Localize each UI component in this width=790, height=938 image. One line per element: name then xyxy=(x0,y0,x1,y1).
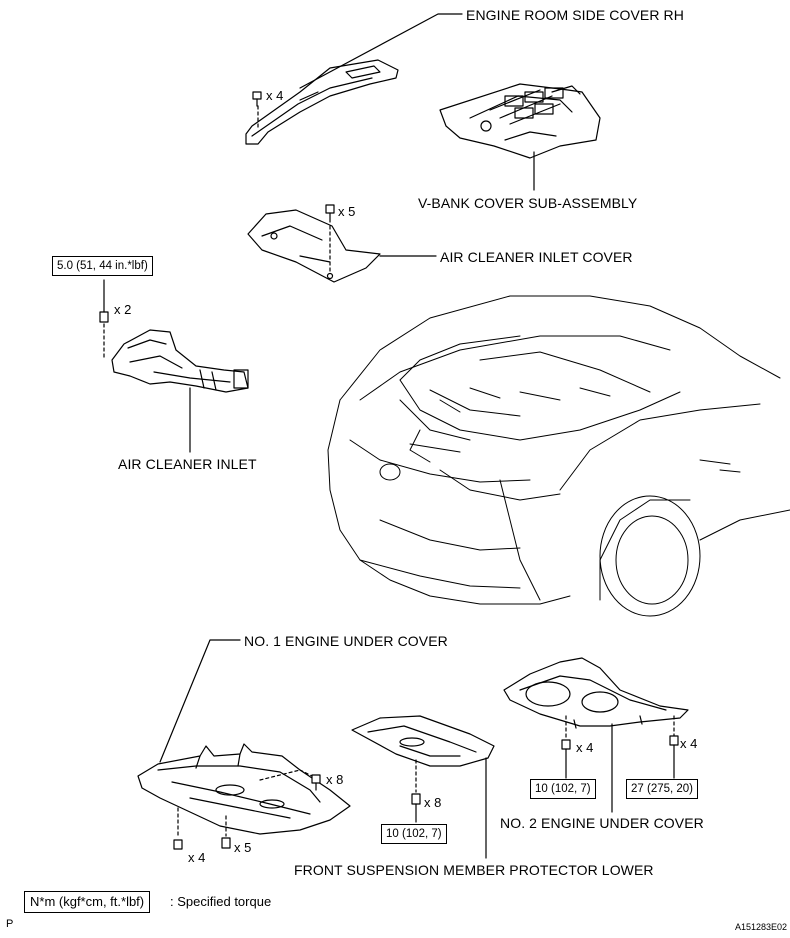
qty-inlet-cover: x 5 xyxy=(338,204,356,219)
no2-cover-bolt-left-icon xyxy=(562,740,570,778)
label-engine-room-side-cover-rh: ENGINE ROOM SIDE COVER RH xyxy=(466,7,684,23)
qty-side-cover: x 4 xyxy=(266,88,284,103)
no1-cover-bolt-x4-icon xyxy=(174,840,182,849)
leader-no1-cover xyxy=(160,640,240,762)
qty-no1-x5: x 5 xyxy=(234,840,252,855)
no1-cover-bolt-x5-icon xyxy=(222,838,230,848)
no2-cover-bolt-right-icon xyxy=(670,736,678,778)
engine-room-side-cover-rh-part xyxy=(246,60,398,144)
air-cleaner-inlet-part xyxy=(104,324,248,392)
label-no1-engine-under-cover: NO. 1 ENGINE UNDER COVER xyxy=(244,633,448,649)
no1-engine-under-cover-part xyxy=(138,744,350,838)
qty-protector-x8: x 8 xyxy=(424,795,442,810)
qty-air-cleaner-inlet: x 2 xyxy=(114,302,132,317)
qty-no2-left: x 4 xyxy=(576,740,594,755)
label-air-cleaner-inlet: AIR CLEANER INLET xyxy=(118,456,257,472)
no2-engine-under-cover-part xyxy=(504,658,688,740)
legend-torque-box: N*m (kgf*cm, ft.*lbf) xyxy=(24,891,151,913)
leader-side-cover xyxy=(300,14,462,88)
illustration-id: A151283E02 xyxy=(735,922,788,932)
qty-no2-right: x 4 xyxy=(680,736,698,751)
torque-protector: 10 (102, 7) xyxy=(381,824,447,844)
no1-cover-bolt-x8-icon xyxy=(312,775,320,790)
torque-no2-right: 27 (275, 20) xyxy=(626,779,699,799)
v-bank-cover-part xyxy=(440,84,600,158)
label-air-cleaner-inlet-cover: AIR CLEANER INLET COVER xyxy=(440,249,633,265)
qty-no1-x4: x 4 xyxy=(188,850,206,865)
front-suspension-protector-part xyxy=(352,716,494,792)
air-cleaner-inlet-cover-part xyxy=(248,210,380,282)
qty-no1-x8: x 8 xyxy=(326,772,344,787)
label-v-bank-cover: V-BANK COVER SUB-ASSEMBLY xyxy=(418,195,638,211)
label-no2-engine-under-cover: NO. 2 ENGINE UNDER COVER xyxy=(500,815,704,831)
air-cleaner-inlet-bolt-icon xyxy=(100,280,108,322)
legend-torque-text: : Specified torque xyxy=(170,894,272,909)
label-front-suspension-protector: FRONT SUSPENSION MEMBER PROTECTOR LOWER xyxy=(294,862,654,878)
torque-no2-left: 10 (102, 7) xyxy=(530,779,596,799)
torque-air-cleaner-inlet: 5.0 (51, 44 in.*lbf) xyxy=(52,256,153,276)
vehicle-front-view xyxy=(328,296,790,616)
inlet-cover-bolt-icon xyxy=(326,205,334,222)
side-cover-bolt-icon xyxy=(253,92,261,106)
protector-bolt-icon xyxy=(412,794,420,822)
page-mark-left: P xyxy=(6,918,14,930)
